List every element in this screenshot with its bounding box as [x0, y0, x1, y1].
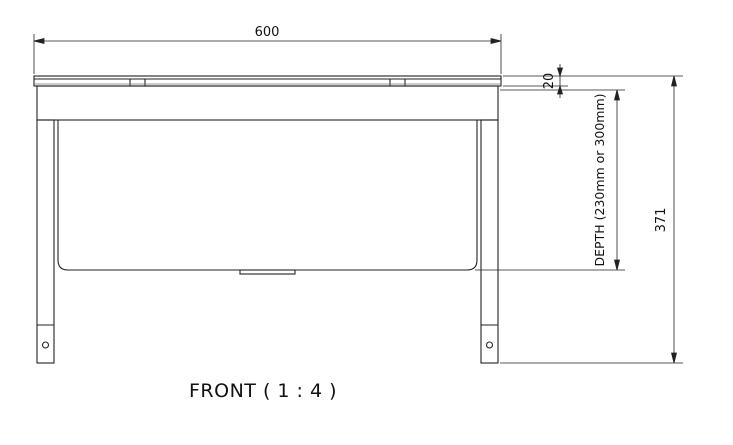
top-thickness-dimension: [503, 64, 568, 98]
right-leg: [480, 119, 499, 364]
view-title: FRONT ( 1 : 4 ): [189, 380, 338, 402]
depth-label: DEPTH (230mm or 300mm): [592, 94, 607, 267]
right-leg-bolt-hole: [485, 341, 494, 349]
left-leg-bolt-hole: [41, 341, 50, 349]
front-apron: [36, 85, 499, 121]
overall-height-label: 371: [654, 208, 669, 233]
drain-outlet: [239, 269, 296, 275]
left-leg: [36, 119, 55, 364]
depth-dimension: [475, 89, 625, 271]
top-thickness-label: 20: [542, 73, 557, 90]
width-dimension: [33, 34, 502, 74]
sink-bowl: [57, 120, 478, 271]
width-label: 600: [255, 25, 280, 40]
worktop: [33, 75, 502, 87]
overall-height-dimension: [500, 75, 683, 364]
